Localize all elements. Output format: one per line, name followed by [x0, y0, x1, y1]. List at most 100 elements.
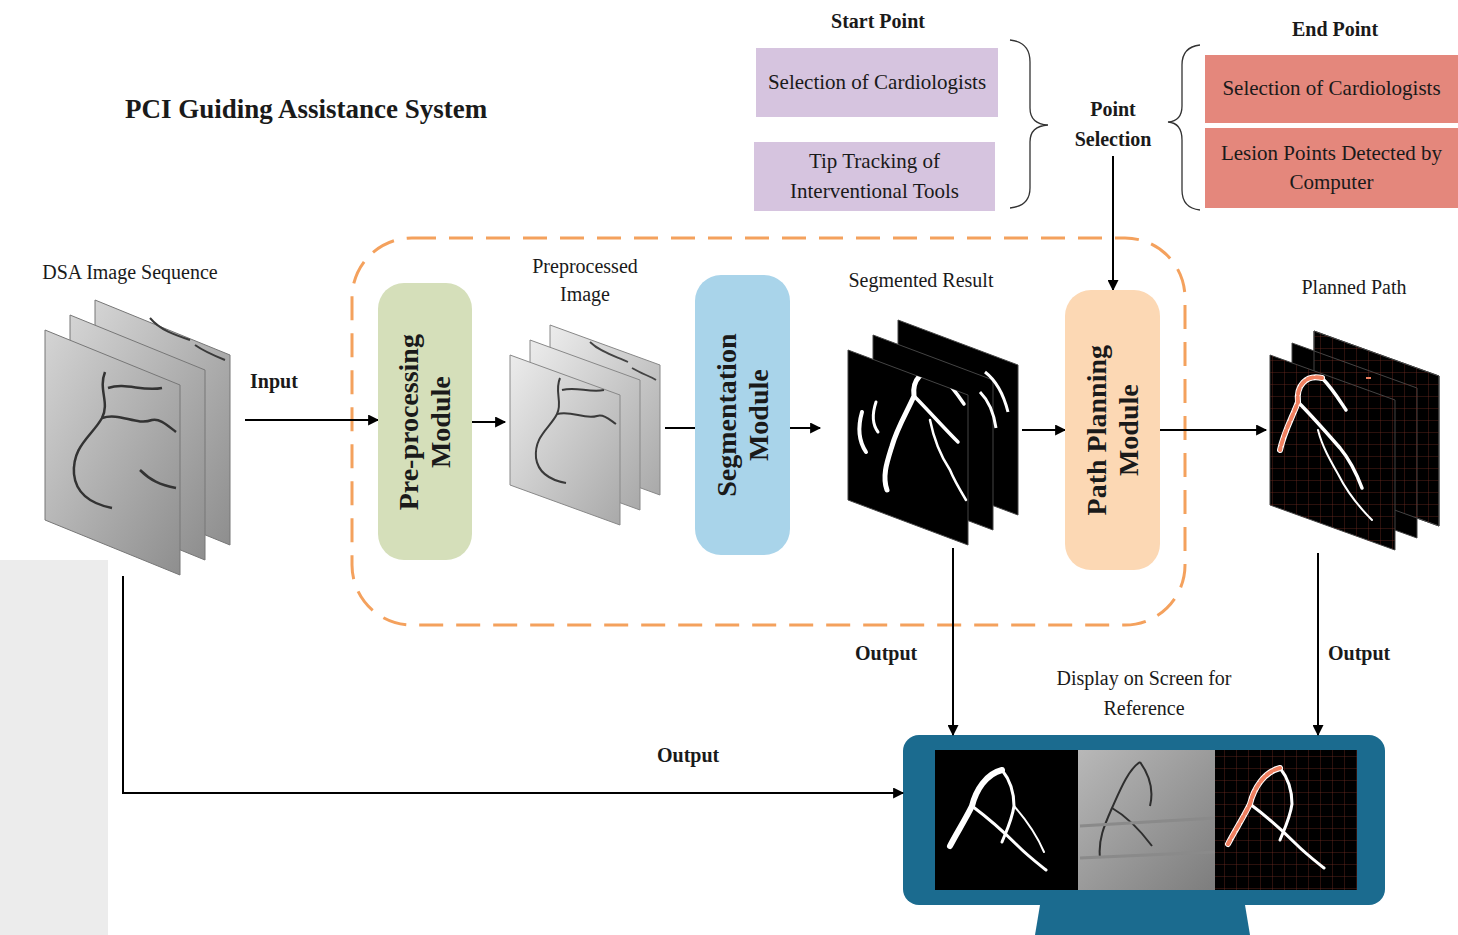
display-monitor-part-part	[1140, 762, 1152, 806]
dsa-image-stack-part-part	[108, 386, 162, 389]
module-box: Pre-processing Module	[378, 283, 472, 560]
segmented-result-stack-part-part	[914, 396, 958, 442]
edge-label: Output	[1326, 640, 1392, 666]
node-text: Lesion Points Detected by Computer	[1215, 139, 1448, 198]
planned-path-stack-part-part	[1298, 402, 1362, 488]
selection-hub: Point Selection	[1058, 92, 1168, 156]
system-boundary	[352, 238, 1185, 625]
node-heading: Preprocessed Image	[515, 252, 655, 308]
segmented-result-stack	[848, 320, 1018, 545]
preprocessed-image-stack-part-part	[557, 413, 616, 424]
preprocessed-image-stack-part	[590, 342, 656, 380]
flow-arrow	[952, 548, 954, 735]
dsa-image-stack-part-part	[140, 470, 176, 488]
image-stack: Planned Path	[1266, 273, 1442, 553]
dsa-image-stack-part-part	[74, 372, 112, 508]
node-heading: DSA Image Sequence	[15, 258, 245, 286]
segmented-result-stack-part-part	[859, 412, 866, 452]
dsa-image-stack-part	[45, 330, 180, 575]
display-monitor-part	[950, 770, 1046, 870]
display-monitor	[903, 735, 1385, 935]
planned-path-stack-part-part	[1270, 355, 1395, 550]
display-monitor-part-part	[972, 806, 1046, 870]
flow-arrow	[1022, 429, 1065, 431]
diagram-title: PCI Guiding Assistance System	[125, 92, 487, 127]
display-monitor-part	[1078, 750, 1215, 890]
display-monitor-part	[903, 735, 1385, 905]
end-bracket-part	[1168, 45, 1200, 210]
planned-path-stack	[1270, 331, 1439, 550]
node-heading: Display on Screen for Reference	[1024, 663, 1264, 723]
start-option-box: Tip Tracking of Interventional Tools	[754, 142, 995, 211]
segmented-result-stack-part-part	[873, 402, 878, 432]
segmented-result-stack-part	[859, 371, 966, 500]
start-bracket	[1010, 40, 1048, 208]
node-text: Point Selection	[1058, 94, 1168, 154]
section-heading: End Point	[1235, 16, 1435, 42]
preprocessed-image-stack-part	[536, 378, 616, 483]
planned-path-stack-part	[1270, 355, 1395, 550]
planned-path-stack-part-part	[1318, 430, 1372, 520]
side-panel	[0, 560, 108, 935]
display-monitor-part	[1035, 905, 1250, 935]
image-stack: Preprocessed Image	[505, 252, 665, 528]
display-monitor-part	[1228, 768, 1324, 868]
flow-arrow	[665, 427, 695, 429]
module-label: Path Planning Module	[1080, 320, 1144, 540]
section-heading: Start Point	[778, 8, 978, 34]
dsa-image-stack-part-part	[102, 416, 176, 432]
planned-path-stack-part-part	[1280, 377, 1322, 450]
segmented-result-stack-part-part	[885, 371, 938, 490]
start-option-box: Selection of Cardiologists	[756, 48, 998, 117]
node-text: Selection of Cardiologists	[1222, 74, 1440, 103]
preprocessed-image-stack	[510, 325, 660, 525]
module-label: Pre-processing Module	[393, 312, 457, 532]
flow-arrow	[790, 427, 820, 429]
edge-label: Output	[655, 742, 721, 768]
planned-path-stack-part-part	[1322, 378, 1346, 410]
edge-label: Output	[853, 640, 919, 666]
segmented-result-stack-part	[848, 350, 968, 545]
preprocessed-image-stack-part-part	[562, 389, 604, 391]
planned-path-stack-part-part	[1280, 377, 1322, 450]
node-text: Selection of Cardiologists	[768, 68, 986, 97]
flow-arrow	[245, 419, 378, 421]
display-monitor-part-part	[1250, 804, 1324, 868]
image-stack: DSA Image Sequence	[15, 258, 245, 576]
node-text: Tip Tracking of Interventional Tools	[764, 147, 985, 206]
preprocessed-image-stack-part	[510, 355, 620, 525]
dsa-image-stack	[45, 300, 230, 575]
flow-arrow	[1112, 156, 1114, 290]
flow-arrow	[1160, 429, 1266, 431]
segmented-result-stack-part-part	[930, 420, 966, 500]
planned-path-stack-part	[1270, 355, 1395, 550]
module-box: Segmentation Module	[695, 275, 790, 555]
preprocessed-image-stack-part-part	[536, 378, 566, 483]
display-screen: Display on Screen for Reference	[903, 735, 1385, 935]
display-monitor-part-part	[1280, 768, 1292, 840]
dsa-image-stack-part	[74, 372, 176, 508]
segmented-result-stack-part-part	[938, 372, 964, 404]
planned-path-stack-part	[1366, 377, 1371, 379]
dsa-image-stack-part	[150, 318, 225, 360]
display-monitor-part	[935, 750, 1078, 890]
flow-arrow	[1317, 553, 1319, 735]
module-box: Path Planning Module	[1065, 290, 1160, 570]
end-bracket	[1168, 45, 1200, 210]
display-monitor-part-part	[1112, 808, 1152, 846]
display-monitor-part-part	[1014, 806, 1044, 852]
module-label: Segmentation Module	[710, 305, 774, 525]
display-monitor-part-part	[1228, 768, 1280, 844]
end-option-box: Selection of Cardiologists	[1205, 55, 1458, 123]
image-stack: Segmented Result	[820, 266, 1022, 548]
segmented-result-stack-part	[980, 372, 1008, 428]
display-monitor-part	[1080, 762, 1215, 858]
start-bracket-part	[1010, 40, 1048, 208]
node-heading: Planned Path	[1267, 273, 1441, 301]
display-monitor-part	[1215, 750, 1357, 890]
display-monitor-part	[1215, 750, 1357, 890]
display-monitor-part-part	[1002, 770, 1014, 842]
end-option-box: Lesion Points Detected by Computer	[1205, 128, 1458, 208]
